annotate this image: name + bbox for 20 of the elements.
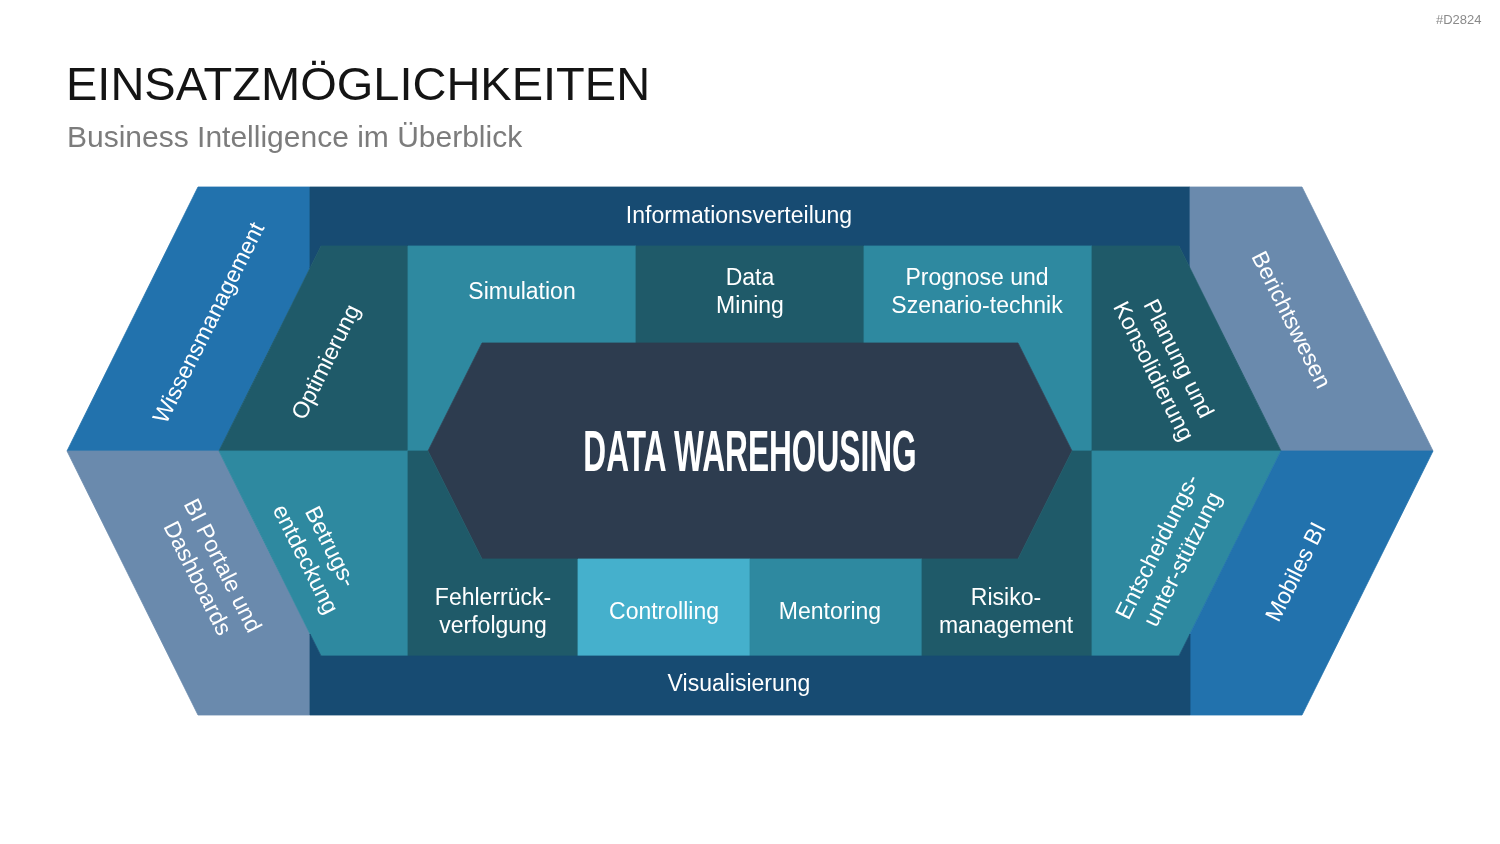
- top-band: [310, 187, 1190, 268]
- center-label: DATA WAREHOUSING: [583, 422, 917, 480]
- inner-segment: [922, 451, 1092, 656]
- segment-label: Mentoring: [778, 598, 882, 626]
- segment-label: Simulation: [468, 278, 576, 306]
- inner-segment: [578, 559, 750, 656]
- inner-segment: [636, 246, 864, 343]
- segment-label: Fehlerrück- verfolgung: [433, 584, 553, 640]
- segment-label: Prognose und Szenario-technik: [890, 264, 1064, 320]
- subtitle: Business Intelligence im Überblick: [67, 119, 523, 155]
- segment-label: Controlling: [609, 598, 719, 626]
- central-hexagon: [428, 343, 1072, 559]
- inner-segment: [750, 559, 922, 656]
- segment-label: Visualisierung: [667, 670, 811, 698]
- segment-label: Informationsverteilung: [625, 202, 853, 230]
- inner-segment: [408, 451, 578, 656]
- title: EINSATZMÖGLICHKEITEN: [66, 58, 651, 110]
- segment-label: Data Mining: [715, 264, 785, 320]
- segment-label: Risiko- management: [937, 584, 1075, 640]
- slide-code: #D2824: [1436, 12, 1482, 28]
